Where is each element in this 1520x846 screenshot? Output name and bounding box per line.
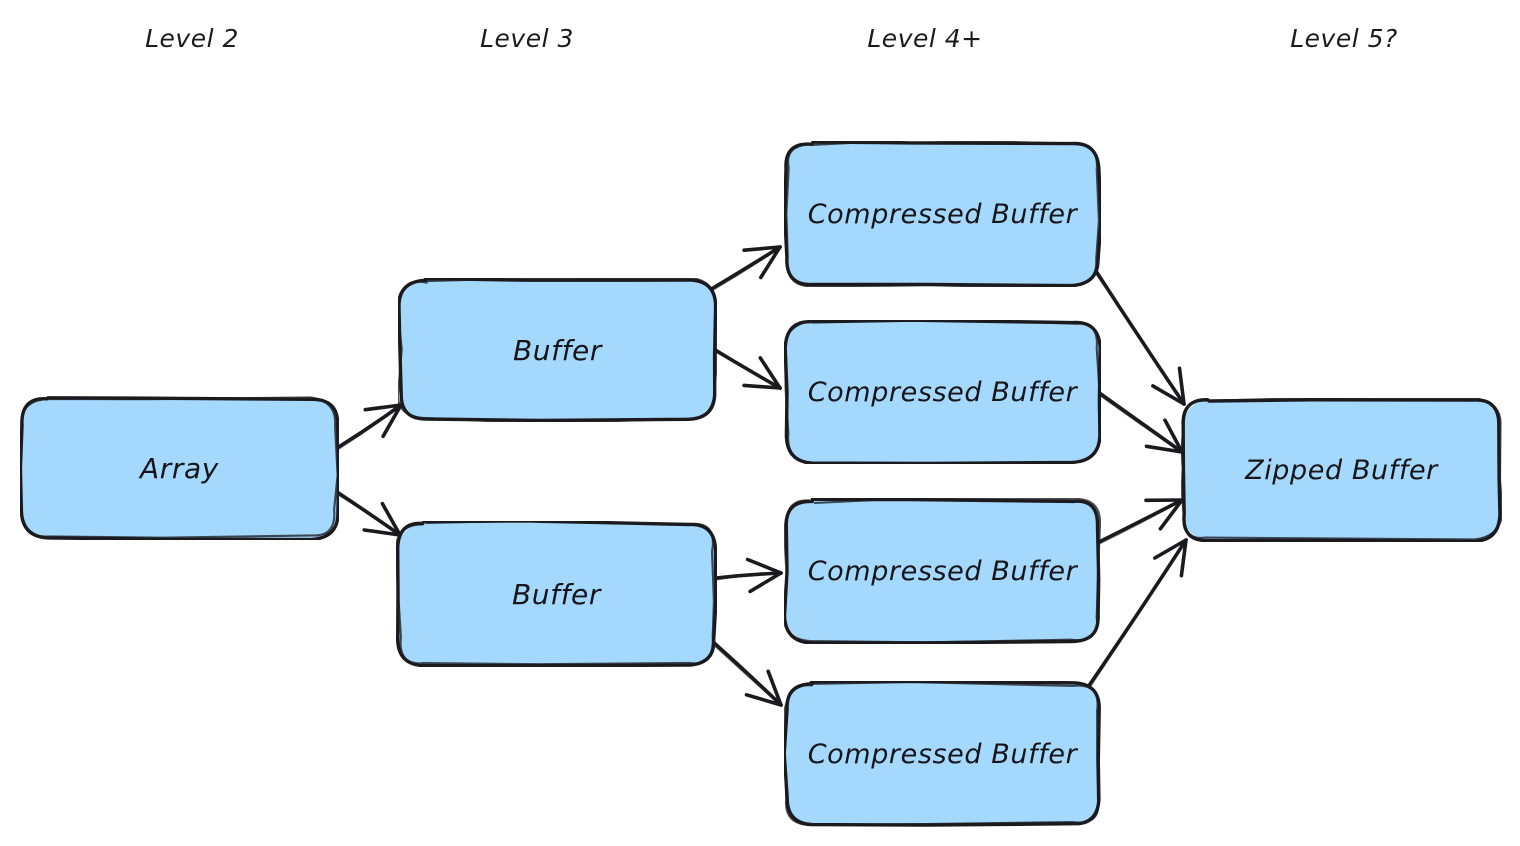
node-label: Buffer [512,333,602,367]
node-label: Buffer [511,577,601,611]
edge-cbuf2-to-zipped [1096,390,1184,454]
edge-array-to-buf1 [335,403,403,451]
node-zipped[interactable]: Zipped Buffer [1181,398,1504,544]
edge-buf1-to-cbuf2 [705,343,782,390]
node-cbuf1[interactable]: Compressed Buffer [784,141,1103,289]
edge-buf2-to-cbuf3 [714,557,783,594]
edge-cbuf4-to-zipped [1084,538,1188,692]
column-header-1: Level 2 [145,24,239,53]
node-label: Zipped Buffer [1245,454,1438,486]
node-array[interactable]: Array [20,396,341,542]
node-label: Compressed Buffer [807,555,1078,587]
node-cbuf3[interactable]: Compressed Buffer [784,498,1103,646]
node-buf1[interactable]: Buffer [398,278,719,424]
node-cbuf4[interactable]: Compressed Buffer [784,681,1103,829]
node-label: Compressed Buffer [807,376,1078,408]
column-header-4: Level 5? [1290,24,1398,53]
column-header-3: Level 4+ [867,24,983,53]
node-cbuf2[interactable]: Compressed Buffer [784,320,1103,466]
node-label: Compressed Buffer [807,198,1078,230]
edge-array-to-buf2 [335,490,402,537]
edge-cbuf1-to-zipped [1091,266,1186,406]
node-buf2[interactable]: Buffer [396,521,719,669]
node-label: Compressed Buffer [807,738,1078,770]
edge-cbuf3-to-zipped [1093,498,1184,547]
edge-buf1-to-cbuf1 [706,245,782,294]
node-label: Array [140,451,219,485]
edge-buf2-to-cbuf4 [709,639,783,707]
column-header-2: Level 3 [480,24,574,53]
